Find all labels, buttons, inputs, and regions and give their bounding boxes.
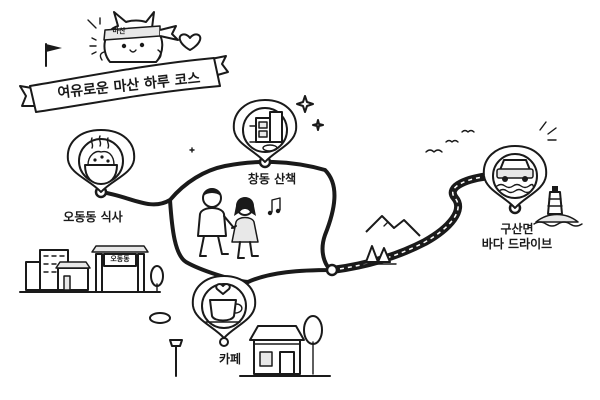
pin-changdong bbox=[232, 99, 298, 163]
couple-walking-illustration bbox=[197, 188, 259, 259]
seagulls-icon bbox=[425, 129, 475, 153]
mascot-headband-text: 마산 bbox=[112, 27, 126, 35]
street-lamp-icon bbox=[169, 339, 183, 377]
route-dot-cafe bbox=[219, 337, 229, 347]
stop-label-odong: 오동동 식사 bbox=[63, 210, 123, 224]
mountains-icon bbox=[365, 215, 421, 237]
route-path bbox=[99, 159, 337, 285]
sparkle-icon bbox=[189, 95, 324, 153]
music-note-icon bbox=[267, 197, 281, 216]
coffee-cup-icon bbox=[205, 283, 243, 323]
stop-label-gusan-line1: 구산면 bbox=[500, 222, 534, 236]
alley-buildings-icon bbox=[249, 111, 283, 143]
stop-label-gusan-line2: 바다 드라이브 bbox=[481, 237, 553, 251]
pin-cafe bbox=[191, 275, 257, 339]
route-dot-junction bbox=[325, 263, 339, 277]
car-by-sea-icon bbox=[496, 159, 534, 194]
sparkle-icon bbox=[539, 121, 557, 141]
pin-gusan bbox=[482, 145, 548, 209]
odong-gate-sign: 오동동 bbox=[110, 255, 130, 263]
rice-bowl-icon bbox=[84, 135, 118, 185]
stop-label-cafe: 카페 bbox=[218, 352, 242, 366]
bushes-icon bbox=[149, 144, 278, 324]
odong-town-illustration bbox=[19, 249, 161, 293]
cafe-building-illustration bbox=[239, 315, 331, 377]
tree-icon bbox=[150, 265, 164, 293]
pin-odong bbox=[66, 129, 136, 193]
mascot-cat-icon bbox=[89, 11, 179, 63]
stop-label-gusan: 구산면 바다 드라이브 bbox=[462, 222, 572, 252]
odong-gate bbox=[91, 245, 149, 293]
flag-icon bbox=[45, 43, 62, 67]
heart-icon bbox=[178, 33, 202, 51]
sparkle-icon bbox=[87, 17, 101, 29]
lighthouse-icon bbox=[533, 186, 583, 227]
tree-icon bbox=[363, 245, 397, 265]
title-banner bbox=[19, 55, 229, 113]
stop-label-changdong: 창동 산책 bbox=[247, 172, 297, 186]
